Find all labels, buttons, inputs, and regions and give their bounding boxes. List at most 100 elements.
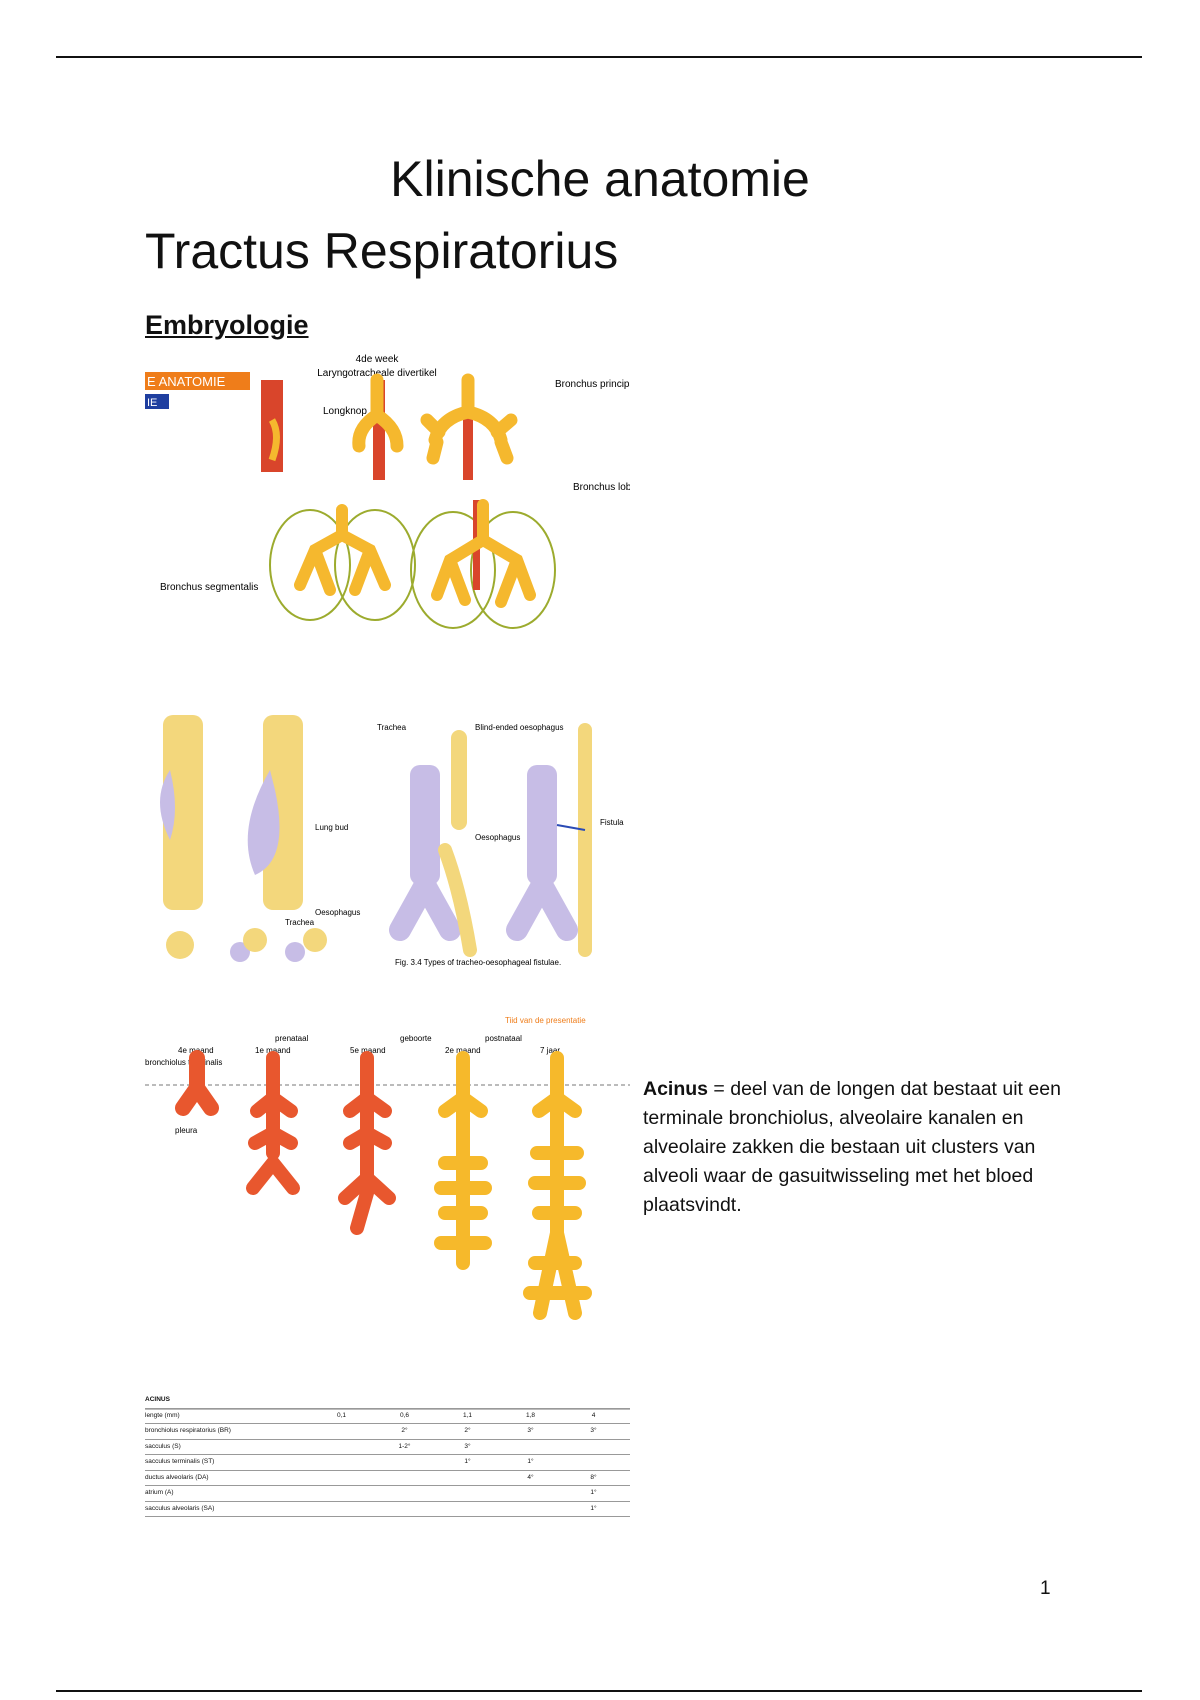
acinus-definition: Acinus = deel van de longen dat bestaat … <box>643 1075 1063 1220</box>
label-trachea-small: Trachea <box>285 918 315 927</box>
figure-caption: Fig. 3.4 Types of tracheo-oesophageal fi… <box>395 958 561 967</box>
postnatal-label: postnataal <box>485 1034 522 1043</box>
table-cell: 0,1 <box>336 1411 347 1419</box>
acinus-stage-3 <box>338 1051 396 1235</box>
fistula-connection <box>556 824 586 831</box>
figure-tracheo-oesophageal: Lung bud Trachea Oesophagus Trachea Blin… <box>145 690 630 1015</box>
stage-e-bronchi <box>431 499 536 608</box>
table-cell: 1° <box>464 1458 471 1465</box>
table-cell: 1,8 <box>525 1411 536 1419</box>
table-cell <box>499 1486 562 1501</box>
table-row: bronchiolus respiratorius (BR) 2° 2° 3° … <box>145 1423 630 1439</box>
lower-oesophagus-1 <box>438 843 477 957</box>
label-bronchus-principalis: Bronchus principalis <box>555 379 630 390</box>
table-cell <box>562 1440 625 1455</box>
table-cell <box>373 1486 436 1501</box>
left-tube-1 <box>163 715 203 910</box>
cross-section-2 <box>230 942 250 962</box>
stage-d-lung-right <box>334 509 416 621</box>
table-row-label: sacculus (S) <box>145 1442 181 1450</box>
stage-e-lung-left <box>410 511 496 629</box>
trachea-bronchi-2 <box>506 874 578 941</box>
left-tube-2 <box>263 715 303 910</box>
header-week: 4de week <box>356 354 400 365</box>
table-row-label: bronchiolus respiratorius (BR) <box>145 1427 231 1434</box>
table-row-label: lengte (mm) <box>145 1411 180 1419</box>
stage-label-5: 7 jaar <box>540 1046 560 1055</box>
stage-b-bud <box>352 373 404 453</box>
cross-section-5 <box>303 928 327 952</box>
page-number: 1 <box>1040 1578 1051 1599</box>
table-cell <box>373 1502 436 1517</box>
banner-sub-bar <box>145 394 169 409</box>
label-trachea: Trachea <box>377 723 407 732</box>
table-cell <box>310 1424 373 1439</box>
stage-e-lung-right <box>470 511 556 629</box>
banner-text: E ANATOMIE <box>147 374 226 389</box>
table-row: lengte (mm) 0,1 0,6 1,1 1,8 4 <box>145 1407 630 1424</box>
table-cell <box>436 1486 499 1501</box>
acinus-text: = deel van de longen dat bestaat uit een… <box>643 1078 1061 1216</box>
table-cell: 3° <box>464 1442 471 1450</box>
table-cell <box>310 1502 373 1517</box>
page-subtitle: Tractus Respiratorius <box>145 223 619 279</box>
pleura-label: pleura <box>175 1126 198 1135</box>
page-title: Klinische anatomie <box>390 151 810 207</box>
table-cell: 2° <box>464 1427 471 1434</box>
stage-c-vessel <box>463 380 473 480</box>
label-bronchus-segmentalis: Bronchus segmentalis <box>160 582 258 593</box>
table-cell: 1° <box>590 1504 597 1512</box>
stage-c-bud <box>420 373 518 465</box>
label-fistula: Fistula <box>600 818 624 827</box>
cross-section-1 <box>166 931 194 959</box>
fistula-diagram: Lung bud Trachea Oesophagus Trachea Blin… <box>160 715 624 967</box>
trachea-bronchi-1 <box>389 874 461 941</box>
label-blind-oesophagus: Blind-ended oesophagus <box>475 723 564 732</box>
table-row: atrium (A) 1° <box>145 1485 630 1501</box>
label-oesophagus: Oesophagus <box>475 833 520 842</box>
table-row-label: sacculus alveolaris (SA) <box>145 1504 215 1512</box>
acinus-table-header: ACINUS <box>145 1396 170 1403</box>
left-bud-1 <box>160 770 175 840</box>
figure-acinus-development: Tiid van de presentatie prenataal geboor… <box>145 1013 630 1523</box>
acinus-stage-4 <box>434 1051 492 1270</box>
table-cell: 8° <box>590 1473 597 1481</box>
table-cell <box>310 1455 373 1470</box>
acinus-table: ACINUS lengte (mm) 0,1 0,6 1,1 1,8 4 bro… <box>145 1393 630 1517</box>
label-longknop: Longknop <box>323 406 367 417</box>
table-row-label: sacculus terminalis (ST) <box>145 1458 215 1465</box>
stage-a-bud <box>268 418 280 462</box>
table-row: sacculus alveolaris (SA) 1° <box>145 1500 630 1517</box>
cross-section-3 <box>243 928 267 952</box>
table-row-label: atrium (A) <box>145 1489 174 1496</box>
top-rule <box>56 56 1142 58</box>
table-cell: 3° <box>590 1427 597 1434</box>
bronchiolus-label: bronchiolus terminalis <box>145 1058 222 1067</box>
table-cell <box>310 1471 373 1486</box>
table-cell <box>436 1502 499 1517</box>
label-lung-bud: Lung bud <box>315 823 348 832</box>
table-cell: 1° <box>527 1458 534 1465</box>
table-cell <box>373 1455 436 1470</box>
acinus-term: Acinus <box>643 1078 709 1100</box>
table-cell <box>499 1440 562 1455</box>
trachea-tube-2 <box>527 765 557 885</box>
table-cell: 1° <box>590 1489 597 1496</box>
acinus-diagram: Tiid van de presentatie prenataal geboor… <box>145 1016 630 1410</box>
table-cell <box>373 1471 436 1486</box>
acinus-stage-2 <box>246 1051 300 1195</box>
section-heading-embryologie: Embryologie <box>145 310 309 340</box>
source-label: Tiid van de presentatie <box>505 1016 586 1025</box>
lung-bud-diagram: E ANATOMIE IE 4de week Laryngotracheale … <box>145 354 630 629</box>
table-row: sacculus terminalis (ST) 1° 1° <box>145 1454 630 1470</box>
table-cell: 0,6 <box>399 1411 410 1419</box>
stage-d-bronchi <box>294 504 391 596</box>
cross-section-4 <box>285 942 305 962</box>
banner-bar <box>145 372 250 390</box>
table-cell <box>310 1486 373 1501</box>
table-cell: 3° <box>527 1427 534 1434</box>
birth-label: geboorte <box>400 1034 432 1043</box>
banner-sub-text: IE <box>147 397 157 409</box>
table-cell <box>436 1471 499 1486</box>
figure-lung-bud-development: E ANATOMIE IE 4de week Laryngotracheale … <box>145 350 630 650</box>
